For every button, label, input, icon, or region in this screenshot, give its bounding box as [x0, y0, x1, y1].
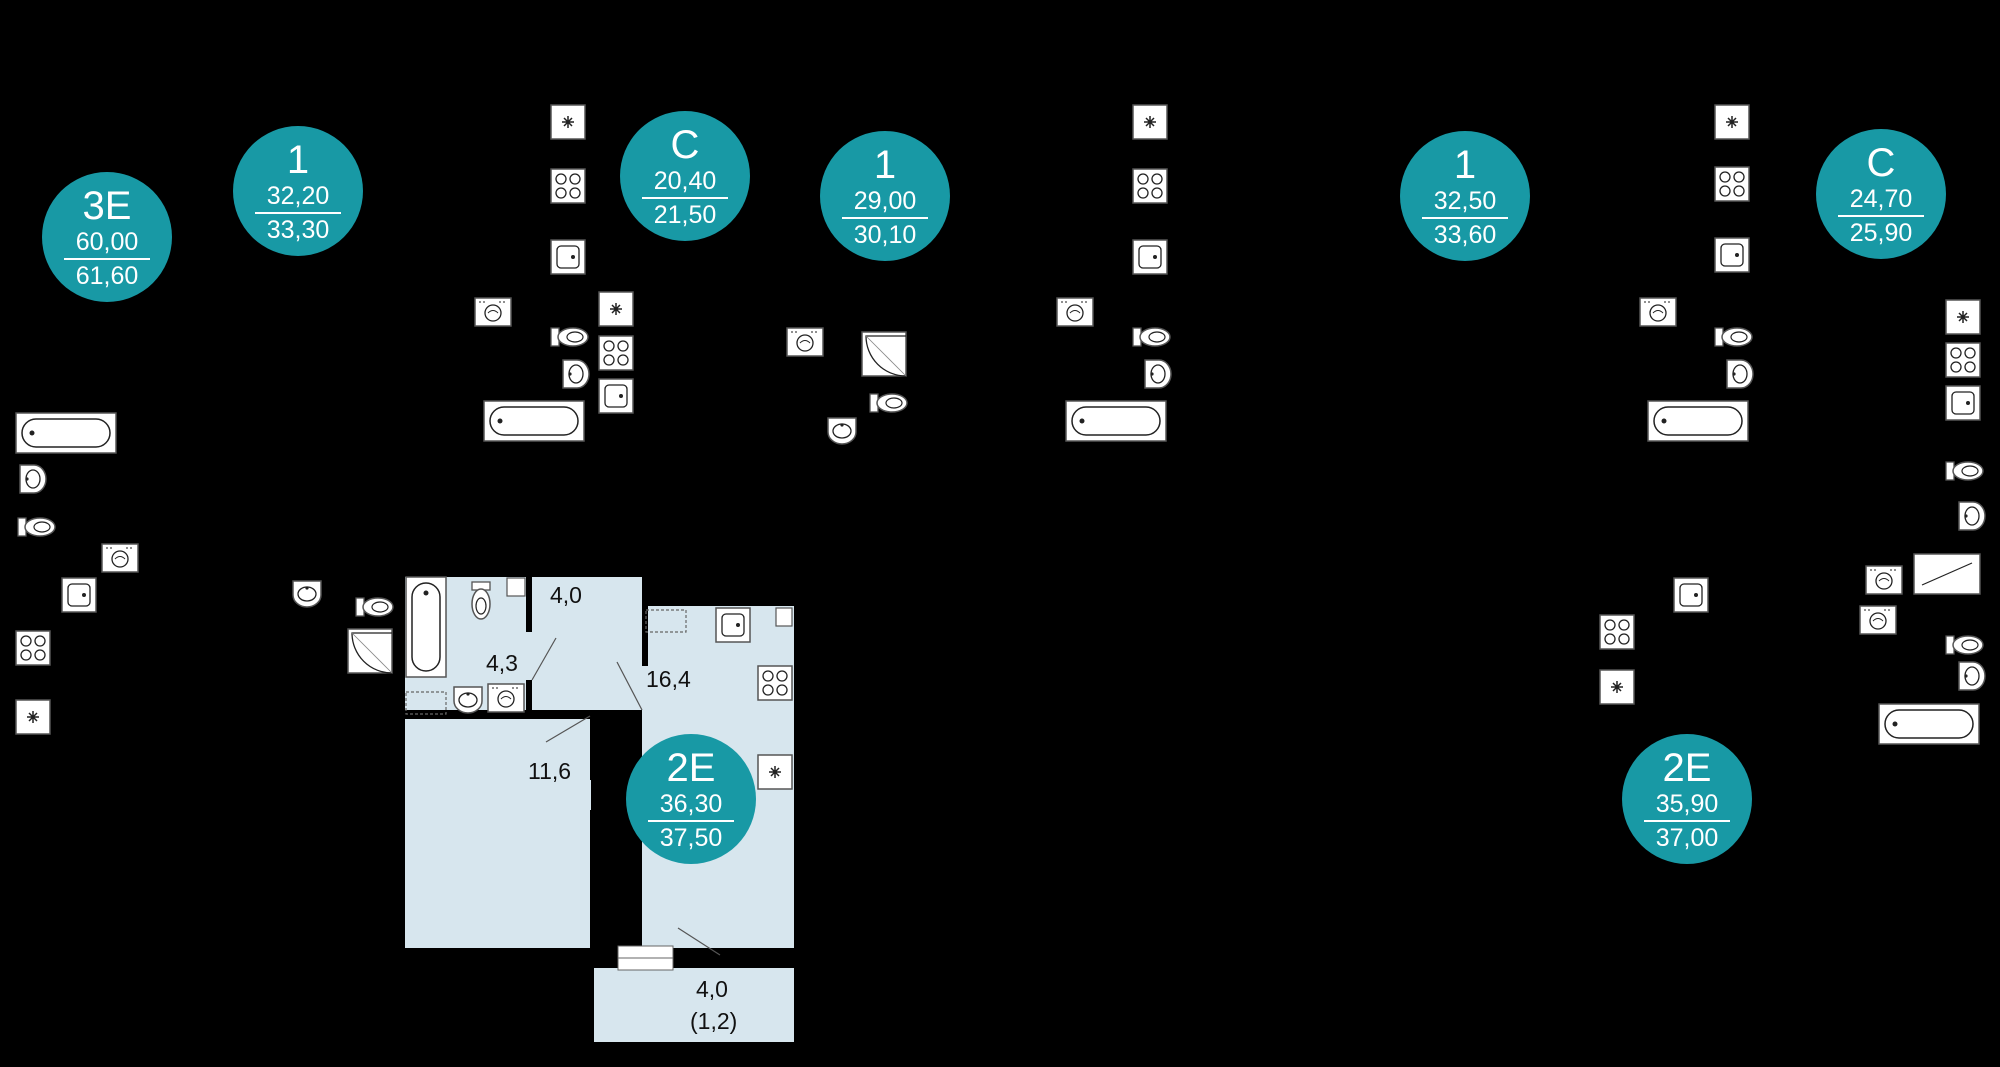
- apartment-1-west-fixtures: [292, 580, 394, 674]
- apartment-badge-2e-selected[interactable]: 2E 36,30 37,50: [626, 734, 756, 864]
- apartment-area-total: 30,10: [853, 221, 917, 249]
- apartment-area-living: 32,20: [255, 182, 341, 214]
- apartment-badge-c-west[interactable]: С 20,40 21,50: [620, 111, 750, 241]
- apartment-type: 2E: [666, 746, 716, 790]
- room-area-bathroom: 4,3: [486, 650, 518, 676]
- apartment-1-mid-fixtures: [1056, 104, 1172, 442]
- apartment-badge-3e[interactable]: 3E 60,00 61,60: [42, 172, 172, 302]
- apartment-type: С: [1866, 141, 1896, 185]
- apartment-area-living: 20,40: [642, 167, 728, 199]
- apartment-type: 3E: [82, 184, 132, 228]
- apartment-area-total: 25,90: [1849, 219, 1913, 247]
- room-area-hall: 4,0: [550, 582, 582, 608]
- apartment-2e-east-fixtures: [1599, 577, 1709, 705]
- apartment-c-west-fixtures: [474, 104, 634, 442]
- room-area-kitchen-living: 16,4: [646, 666, 691, 692]
- apartment-area-total: 61,60: [75, 262, 139, 290]
- apartment-badge-c-east[interactable]: С 24,70 25,90: [1816, 129, 1946, 259]
- apartment-area-total: 37,50: [659, 824, 723, 852]
- room-balcony: [594, 968, 794, 1042]
- apartment-type: С: [670, 123, 700, 167]
- apartment-area-total: 21,50: [653, 201, 717, 229]
- room-hall-lower: [530, 690, 642, 710]
- room-area-balcony: 4,0: [696, 976, 728, 1002]
- apartment-area-living: 29,00: [842, 187, 928, 219]
- apartment-1-central-fixtures: [786, 327, 908, 445]
- apartment-area-living: 60,00: [64, 228, 150, 260]
- apartment-area-total: 33,30: [266, 216, 330, 244]
- apartment-type: 1: [873, 143, 897, 187]
- room-area-balcony-reduced: (1,2): [690, 1008, 738, 1034]
- apartment-type: 1: [286, 138, 310, 182]
- apartment-3e-fixtures: [15, 412, 139, 735]
- apartment-area-living: 32,50: [1422, 187, 1508, 219]
- room-area-bedroom: 11,6: [528, 758, 572, 784]
- apartment-badge-1-central[interactable]: 1 29,00 30,10: [820, 131, 950, 261]
- apartment-badge-1-mid[interactable]: 1 32,50 33,60: [1400, 131, 1530, 261]
- room-bedroom: [405, 713, 591, 948]
- apartment-1-east-fixtures: [1639, 104, 1754, 442]
- apartment-type: 2E: [1662, 746, 1712, 790]
- apartment-area-living: 24,70: [1838, 185, 1924, 217]
- apartment-c-east-fixtures: [1859, 299, 1986, 745]
- apartment-area-total: 37,00: [1655, 824, 1719, 852]
- apartment-badge-1-west[interactable]: 1 32,20 33,30: [233, 126, 363, 256]
- apartment-badge-2e-east[interactable]: 2E 35,90 37,00: [1622, 734, 1752, 864]
- apartment-type: 1: [1453, 143, 1477, 187]
- apartment-2e-plan: [405, 576, 794, 1042]
- apartment-area-living: 36,30: [648, 790, 734, 822]
- apartment-area-total: 33,60: [1433, 221, 1497, 249]
- apartment-area-living: 35,90: [1644, 790, 1730, 822]
